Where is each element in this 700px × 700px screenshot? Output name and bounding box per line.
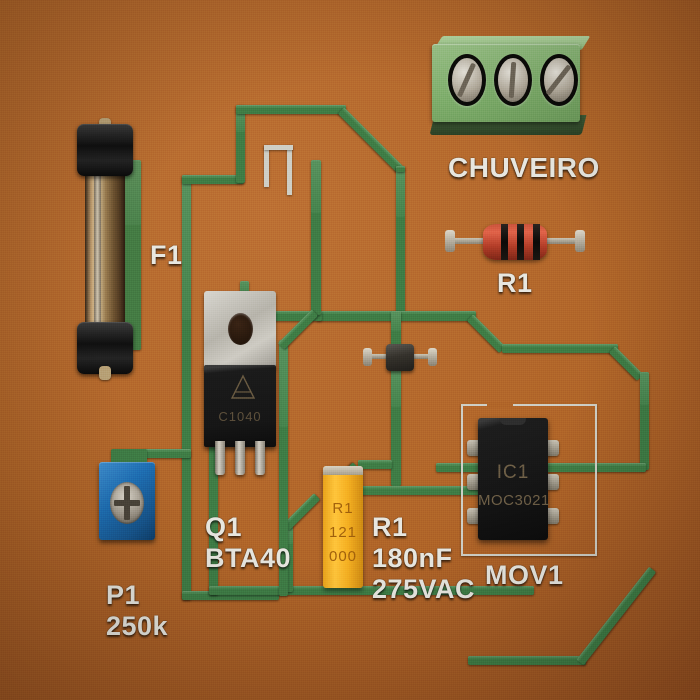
trimpot-p1[interactable] — [99, 449, 155, 544]
fuse-lead-bottom — [99, 366, 111, 380]
label-p1: P1 250k — [106, 580, 169, 641]
trace-junction-drop — [391, 311, 401, 371]
trimpot-copper-tab — [111, 449, 147, 465]
silkscreen-jumper-left — [264, 145, 269, 187]
label-q1: Q1 BTA40 — [205, 512, 292, 573]
triac-pin-2 — [235, 441, 245, 475]
resistor-band-2 — [517, 224, 524, 260]
triac-plastic-body: C1040 — [204, 365, 276, 447]
trace-bottom-right — [468, 656, 586, 665]
diode-lead-right — [411, 354, 437, 359]
trace-mid-right-diag — [466, 314, 506, 354]
film-capacitor-r1: R1 121 000 — [323, 466, 363, 588]
trace-cap-left — [284, 520, 293, 592]
silkscreen-jumper-top — [264, 145, 293, 150]
silkscreen-mov1-gap — [487, 402, 513, 408]
terminal-screw-2[interactable] — [498, 58, 528, 102]
trace-ic-left-b — [356, 486, 488, 495]
fuse-endcap-top — [77, 124, 133, 176]
axial-diode — [363, 340, 437, 376]
diode-leadcap-right — [428, 348, 437, 366]
silkscreen-mov1-outline — [461, 404, 597, 556]
ic-pin1-notch-icon — [500, 418, 526, 425]
diode-body — [386, 344, 414, 371]
trace-diode-drop — [391, 366, 401, 486]
label-r1-resistor: R1 — [497, 268, 533, 298]
resistor-band-1 — [501, 224, 508, 260]
capacitor-top-edge — [323, 466, 363, 475]
fuse-element-wire — [94, 148, 101, 348]
terminal-screw-1[interactable] — [452, 58, 482, 102]
capacitor-marking-line2: 121 — [328, 524, 358, 541]
trace-bottom-right-diag — [576, 566, 657, 666]
terminal-screw-slot-2 — [508, 61, 517, 99]
fuse-glass-body — [85, 142, 125, 356]
trace-far-right — [640, 372, 649, 470]
trace-top-rail — [236, 105, 346, 114]
ic-marking-part: MOC3021 — [478, 492, 550, 509]
label-mov1: MOV1 — [485, 560, 564, 590]
fuse-endcap-bottom — [77, 322, 133, 374]
resistor-leadcap-left — [445, 230, 455, 252]
trace-terminal-riser — [396, 166, 405, 172]
terminal-screw-slot-1 — [456, 62, 477, 98]
capacitor-marking-line3: 000 — [328, 548, 358, 565]
terminal-well-3[interactable] — [540, 54, 578, 106]
trimpot-adjust-screw[interactable] — [110, 482, 144, 524]
trace-left-bot — [209, 586, 284, 595]
trace-fuse-left — [182, 175, 191, 600]
trace-cap-toplead — [358, 460, 392, 469]
triac-pin-1 — [215, 441, 225, 475]
triac-pin-3 — [255, 441, 265, 475]
fuse-f1 — [75, 118, 135, 380]
terminal-well-2[interactable] — [494, 54, 532, 106]
resistor-leadcap-right — [575, 230, 585, 252]
terminal-screw-slot-3 — [545, 64, 572, 96]
terminal-block-chuveiro[interactable] — [429, 36, 591, 138]
terminal-well-1[interactable] — [448, 54, 486, 106]
trace-fuse-riser — [236, 105, 245, 183]
silkscreen-jumper-right — [287, 145, 292, 195]
resistor-r1 — [445, 222, 585, 262]
trace-mid-left — [237, 311, 322, 321]
ic-marking-designator: IC1 — [496, 462, 530, 483]
label-f1: F1 — [150, 240, 183, 270]
capacitor-body — [323, 466, 363, 588]
trace-right-bus — [502, 344, 618, 353]
trace-cap-bottom — [284, 586, 534, 595]
diode-lead-left — [363, 354, 389, 359]
trace-right-diag2 — [608, 346, 644, 381]
trace-top-diag — [337, 107, 404, 174]
trace-triac-right — [279, 340, 288, 596]
capacitor-marking-line1: R1 — [332, 500, 354, 517]
trace-junction-riser — [311, 160, 321, 315]
diode-leadcap-left — [363, 348, 372, 366]
triac-mounting-hole — [228, 313, 253, 345]
resistor-band-3 — [533, 224, 540, 260]
resistor-lead-right — [539, 238, 585, 244]
optocoupler-ic1: IC1 MOC3021 — [467, 418, 559, 540]
label-r1-capacitor: R1 180nF 275VAC — [372, 512, 476, 604]
trace-p1-tab — [143, 449, 191, 458]
trace-fuse-top — [182, 175, 244, 184]
trimpot-slot-h — [114, 500, 140, 506]
ic-body — [478, 418, 548, 540]
triac-q1: C1040 — [204, 291, 276, 475]
resistor-lead-left — [445, 238, 491, 244]
terminal-screw-3[interactable] — [544, 58, 574, 102]
triac-body-marking: C1040 — [218, 409, 262, 424]
label-chuveiro: CHUVEIRO — [448, 152, 600, 183]
trace-right-riser — [396, 166, 405, 316]
triac-logo-icon — [230, 374, 256, 399]
